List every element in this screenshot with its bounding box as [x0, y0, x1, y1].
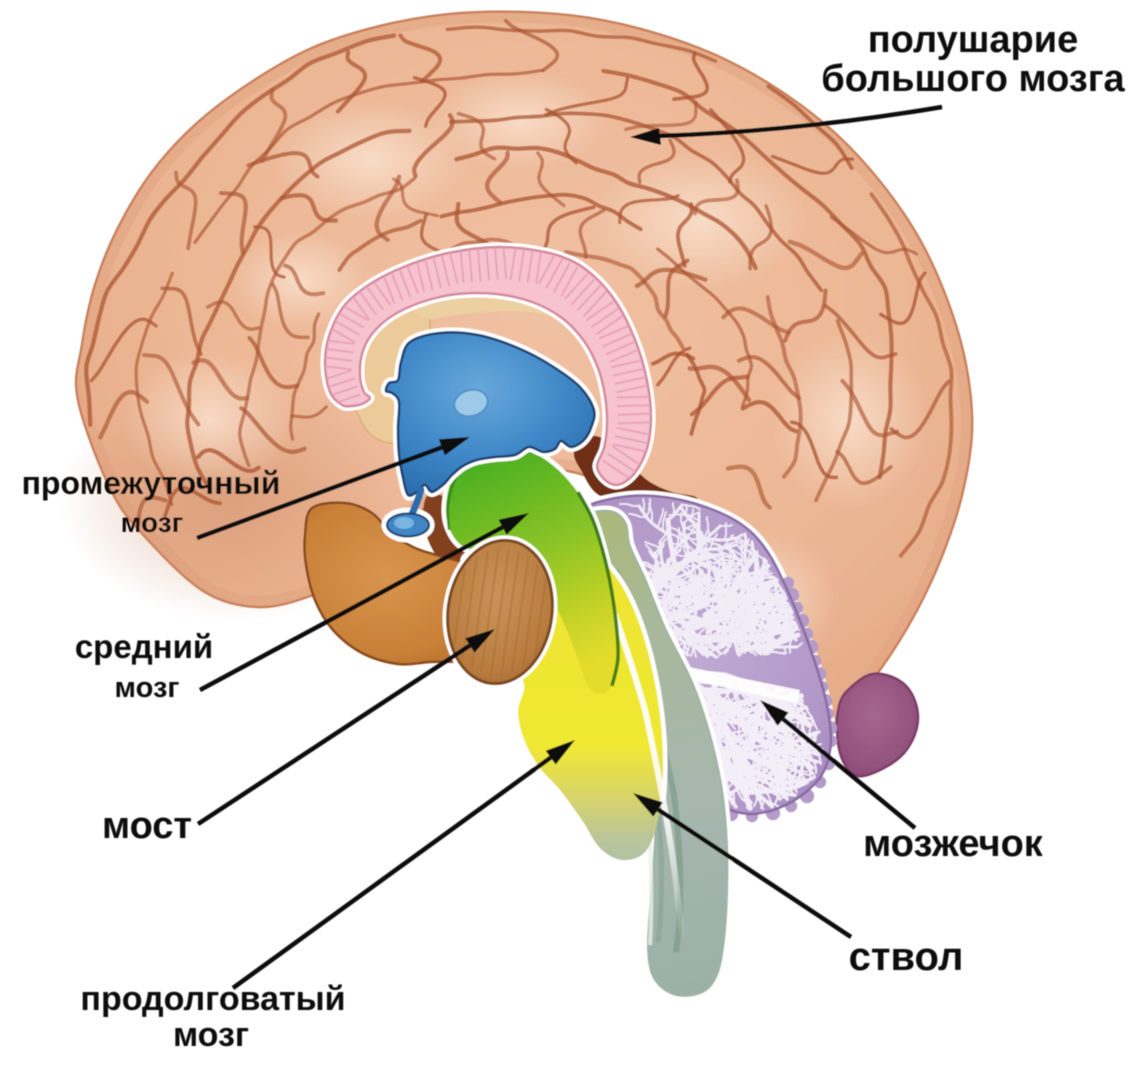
svg-text:мозг: мозг	[121, 507, 184, 538]
svg-text:средний: средний	[75, 628, 213, 665]
svg-text:полушарие: полушарие	[868, 19, 1079, 61]
svg-text:большого мозга: большого мозга	[821, 58, 1125, 100]
svg-text:мозг: мозг	[115, 672, 180, 704]
svg-text:продолговатый: продолговатый	[80, 980, 345, 1018]
svg-text:ствол: ствол	[849, 935, 964, 979]
svg-text:мост: мост	[102, 805, 192, 847]
svg-text:мозг: мозг	[173, 1016, 249, 1054]
svg-text:мозжечок: мозжечок	[863, 823, 1044, 865]
svg-text:промежуточный: промежуточный	[22, 465, 281, 501]
